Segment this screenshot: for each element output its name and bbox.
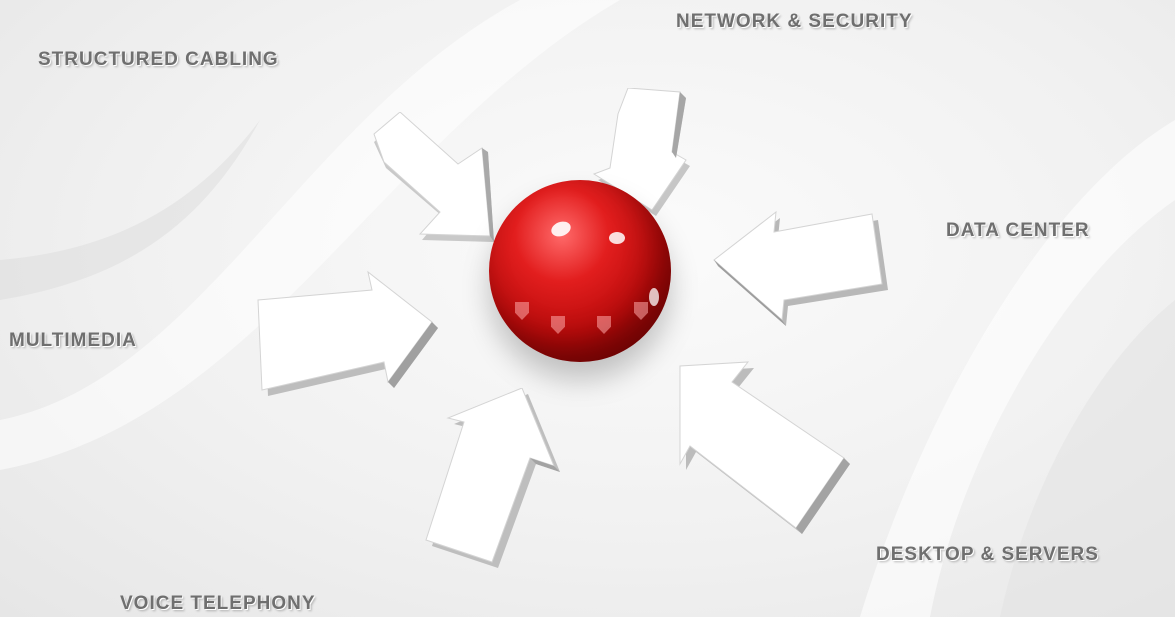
sphere-highlight [549, 219, 573, 239]
sphere-reflection [551, 316, 565, 334]
center-red-sphere [489, 180, 671, 362]
arrow-structured-cabling [373, 112, 494, 242]
arrow-voice-telephony [425, 388, 560, 568]
arrow-multimedia [257, 270, 438, 396]
arrow-desktop-servers [679, 361, 850, 534]
sphere-reflection [597, 316, 611, 334]
label-desktop-servers: DESKTOP & SERVERS [876, 544, 1099, 565]
label-multimedia: MULTIMEDIA [9, 330, 137, 351]
arrow-network-security [592, 88, 690, 216]
label-structured-cabling: STRUCTURED CABLING [38, 49, 279, 70]
sphere-reflection [515, 302, 529, 320]
label-data-center: DATA CENTER [946, 220, 1090, 241]
arrow-data-center [713, 210, 888, 326]
label-voice-telephony: VOICE TELEPHONY [120, 593, 316, 614]
label-network-security: NETWORK & SECURITY [676, 11, 913, 32]
sphere-reflection [634, 302, 648, 320]
sphere-highlight [609, 232, 625, 244]
sphere-highlight [649, 288, 659, 306]
